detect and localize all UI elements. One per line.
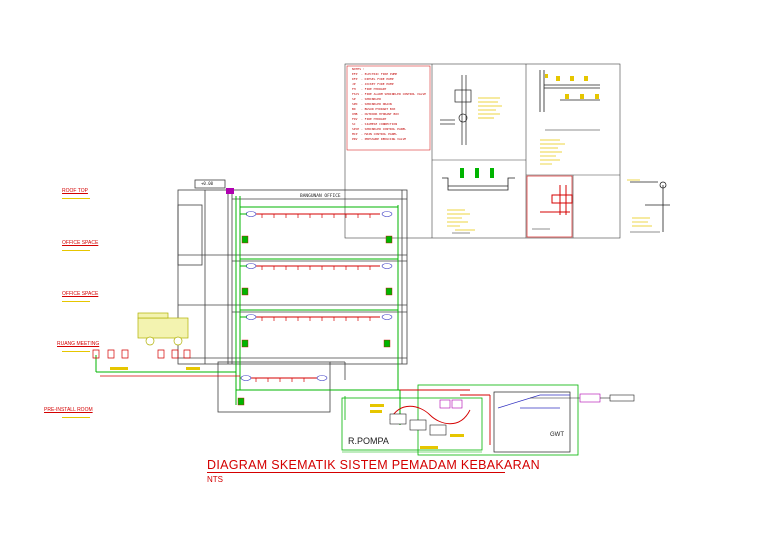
main-feed-label (110, 367, 128, 370)
hydrant-detail-notes (627, 179, 652, 227)
siamese-connections (92, 349, 191, 359)
legend-item: EFP - ELECTRIC FIRE PUMP (352, 72, 398, 76)
pipe-detail-heads (545, 74, 599, 99)
pump-tags (370, 404, 464, 449)
level-tag: +0.00 (201, 181, 214, 186)
roof-detail-heads (460, 168, 494, 178)
legend-item: DFP - DIESEL FIRE PUMP (352, 77, 394, 81)
building-top-label: BANGUNAN OFFICE (300, 193, 341, 199)
pipe-detail-sketch (539, 70, 600, 112)
legend-item: JP - JOCKEY FIRE PUMP (352, 82, 394, 86)
valve-detail-notes (478, 97, 502, 119)
floor-label-roof-sub (62, 195, 90, 199)
legend-item: OHB - OUTDOOR HYDRANT BOX (352, 112, 399, 116)
legend-item: BD - BUSUR HYDRANT BOX (352, 107, 396, 111)
main-feed-label-2 (186, 367, 200, 370)
tank-label: GWT (550, 432, 564, 438)
diagram-scale-note: NTS (207, 475, 223, 484)
detail-panel (344, 63, 621, 239)
legend-item: MCP - MAIN CONTROL PANEL (352, 132, 398, 136)
sprinkler-heads (255, 214, 371, 382)
legend-header: NOTES : (352, 67, 365, 71)
riser-detail-sketch (540, 185, 573, 215)
ground-water-tank (493, 391, 571, 453)
floor-label-meeting: RUANG MEETING (57, 341, 100, 347)
risers (235, 196, 401, 425)
rooftop-valves (226, 188, 234, 194)
valve-detail-sketch (440, 75, 472, 145)
pump-room-piping (389, 389, 491, 445)
diagram-title: DIAGRAM SKEMATIK SISTEM PEMADAM KEBAKARA… (207, 458, 540, 472)
building-section (177, 179, 408, 413)
legend-box (346, 65, 431, 151)
roof-detail-sketch (442, 177, 515, 191)
legend-item: SPD - SPRINKLER DRAIN (352, 102, 392, 106)
fire-truck-icon (137, 312, 189, 346)
legend-item: SP - SPRINKLER (352, 97, 381, 101)
pump-room-label: R.POMPA (348, 436, 389, 446)
floor-control-valves (240, 211, 393, 381)
floor-label-roof: ROOF TOP (62, 188, 88, 194)
floor-label-office-2-sub (62, 247, 90, 251)
floor-label-office-2: OFFICE SPACE (62, 240, 99, 246)
floor-label-preinstall: PRE-INSTALL ROOM (44, 407, 93, 413)
floor-label-meeting-sub (62, 348, 90, 352)
hydrant-boxes (237, 235, 393, 406)
roof-detail-notes (447, 209, 475, 231)
title-underline (207, 472, 505, 473)
pump-equipment (389, 399, 463, 436)
floor-label-preinstall-sub (62, 414, 90, 418)
sprinkler-branches (240, 213, 380, 379)
tank-inlet (530, 393, 635, 403)
floor-label-office-1: OFFICE SPACE (62, 291, 99, 297)
legend-item: FDV - FIRE HYDRANT (352, 117, 387, 121)
legend-item: SC - SIAMESE CONNECTION (352, 122, 398, 126)
legend-item: SPCP - SPRINKLER CONTROL PANEL (352, 127, 407, 131)
pipe-detail-notes (540, 139, 565, 165)
floor-label-office-1-sub (62, 298, 90, 302)
detail-red-box (526, 175, 573, 238)
legend-item: PRV - PRESSURE REDUCING VALVE (352, 137, 407, 141)
legend-item: FSCV - FIRE ALARM SPRINKLER CONTROL VALV… (352, 92, 427, 96)
legend-item: FH - FIRE HYDRANT (352, 87, 387, 91)
hydrant-detail-sketch (630, 181, 670, 232)
